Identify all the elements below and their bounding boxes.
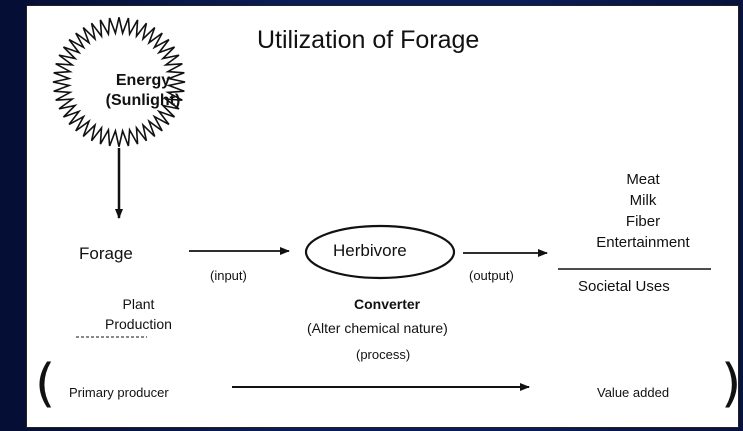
sunburst-icon xyxy=(52,17,186,147)
societal-uses-label: Societal Uses xyxy=(578,278,670,295)
process-label: (process) xyxy=(356,347,411,362)
plant-line: Plant xyxy=(122,296,155,312)
converter-label: Converter xyxy=(354,296,421,312)
alter-note: (Alter chemical nature) xyxy=(307,320,448,336)
production-line: Production xyxy=(105,316,172,332)
plant-production-label: Plant Production xyxy=(105,294,172,334)
open-parenthesis: ( xyxy=(35,354,56,414)
page-title: Utilization of Forage xyxy=(257,26,480,54)
value-added-label: Value added xyxy=(597,385,670,400)
energy-line: Energy xyxy=(115,72,171,89)
input-label: (input) xyxy=(210,268,247,283)
outputs-list: Meat Milk Fiber Entertainment xyxy=(573,169,713,253)
primary-producer-label: Primary producer xyxy=(69,385,169,400)
output-item-fiber: Fiber xyxy=(625,213,661,230)
herbivore-ellipse xyxy=(304,224,456,280)
forage-label: Forage xyxy=(79,244,133,263)
herbivore-label: Herbivore xyxy=(333,241,407,260)
close-parenthesis: ) xyxy=(721,354,742,414)
output-item-entertainment: Entertainment xyxy=(596,234,690,251)
output-item-milk: Milk xyxy=(629,192,657,209)
output-label: (output) xyxy=(469,268,514,283)
diagram-lines xyxy=(52,17,711,391)
sunlight-line: (Sunlight) xyxy=(105,92,181,109)
diagram-panel: Utilization of Forage Energy (Sunlight) … xyxy=(26,5,742,428)
output-item-meat: Meat xyxy=(626,171,660,188)
energy-label: Energy (Sunlight) xyxy=(99,71,187,111)
